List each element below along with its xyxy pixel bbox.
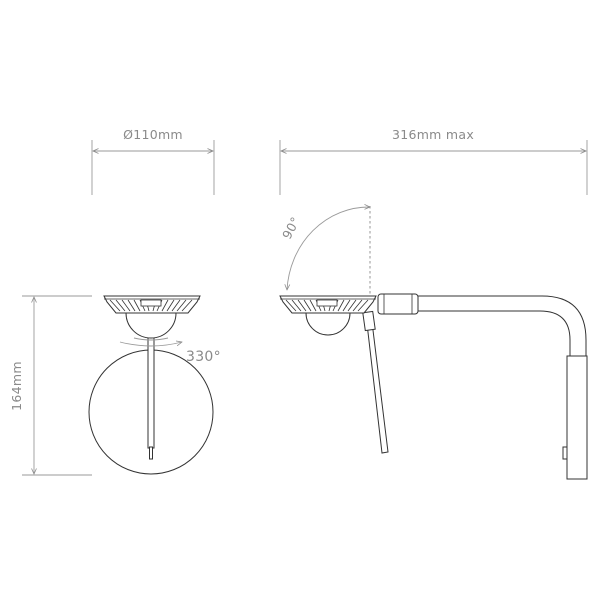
front-stem-tip [149,446,153,460]
side-connector [377,293,419,315]
front-heatsink-fins [109,299,193,312]
height-dimension: 164mm [9,295,92,476]
rotation-label: 330° [186,349,221,365]
side-arm [410,295,587,356]
side-switch [562,446,568,460]
side-knuckle [362,310,376,332]
side-ball-joint [305,312,351,336]
projection-label: 316mm max [392,127,474,142]
projection-dimension: 316mm max [279,127,588,195]
height-label: 164mm [9,361,24,411]
side-wall-box [566,355,588,480]
side-stem [365,313,389,454]
side-view: 90° [279,206,588,480]
diameter-label: Ø110mm [123,127,183,142]
side-heatsink-fins [285,299,369,312]
front-stem [147,329,155,449]
tilt-label: 90° [279,214,303,241]
tilt-indicator [287,206,370,296]
front-view: 330° [88,295,221,475]
front-ball-joint [125,312,177,339]
diameter-dimension: Ø110mm [91,127,215,195]
rotation-indicator [119,337,182,347]
